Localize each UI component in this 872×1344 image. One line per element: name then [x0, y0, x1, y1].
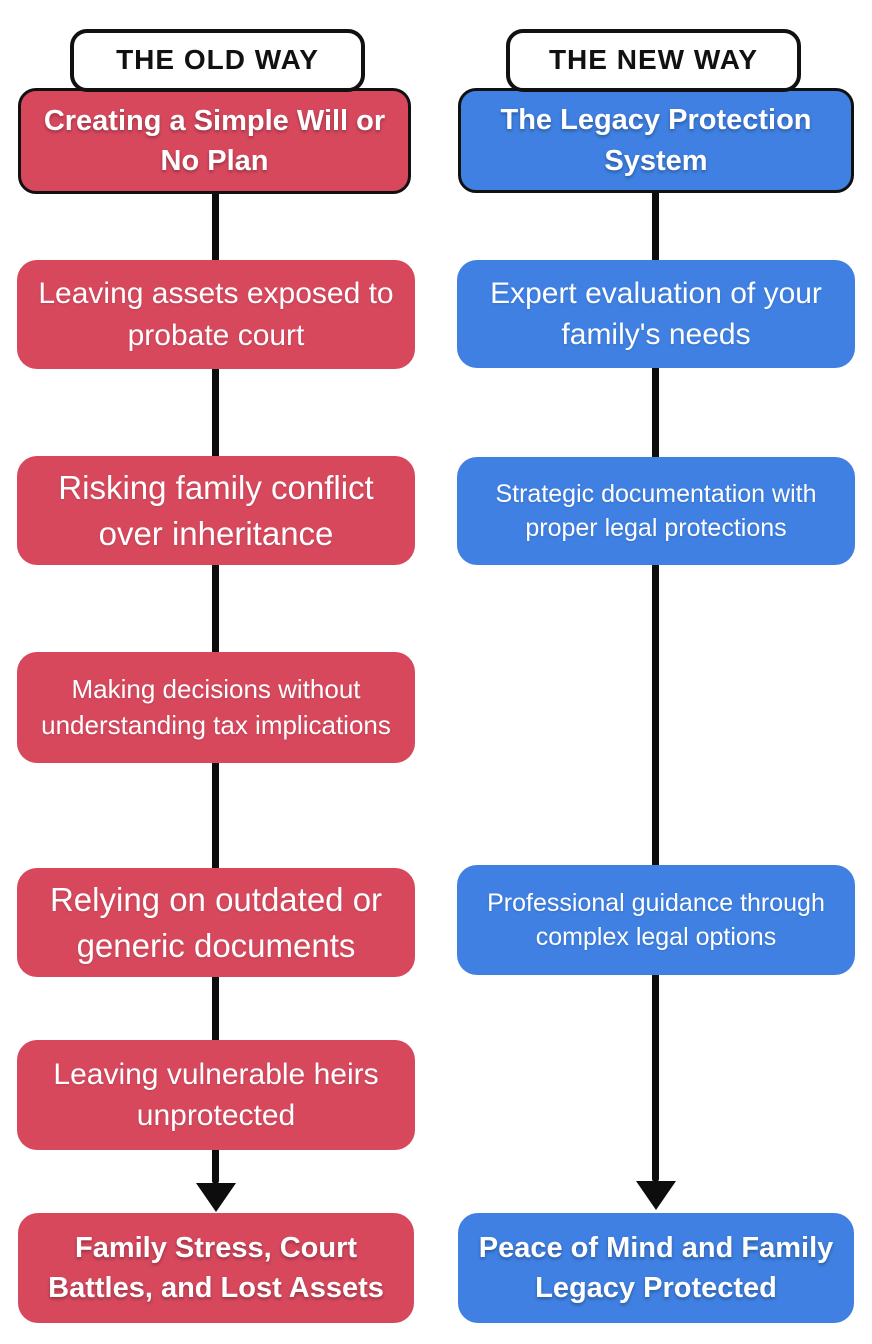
old-way-step-4: Relying on outdated or generic documents	[17, 868, 415, 977]
old-way-step-5: Leaving vulnerable heirs unprotected	[17, 1040, 415, 1150]
new-way-step-1: Expert evaluation of your family's needs	[457, 260, 855, 368]
old-way-step-1: Leaving assets exposed to probate court	[17, 260, 415, 369]
old-way-header: THE OLD WAY	[70, 29, 365, 92]
old-way-step-2: Risking family conflict over inheritance	[17, 456, 415, 565]
new-way-step-3: Professional guidance through complex le…	[457, 865, 855, 975]
new-way-title-box: The Legacy Protection System	[458, 88, 854, 193]
new-way-step-2: Strategic documentation with proper lega…	[457, 457, 855, 565]
new-way-result-box: Peace of Mind and Family Legacy Protecte…	[458, 1213, 854, 1323]
new-way-down-arrow-icon	[636, 1181, 676, 1210]
old-way-title-box: Creating a Simple Will or No Plan	[18, 88, 411, 194]
old-way-step-3: Making decisions without understanding t…	[17, 652, 415, 763]
old-way-down-arrow-icon	[196, 1183, 236, 1212]
new-way-flow-line	[652, 190, 659, 1182]
old-way-result-box: Family Stress, Court Battles, and Lost A…	[18, 1213, 414, 1323]
new-way-header: THE NEW WAY	[506, 29, 801, 92]
